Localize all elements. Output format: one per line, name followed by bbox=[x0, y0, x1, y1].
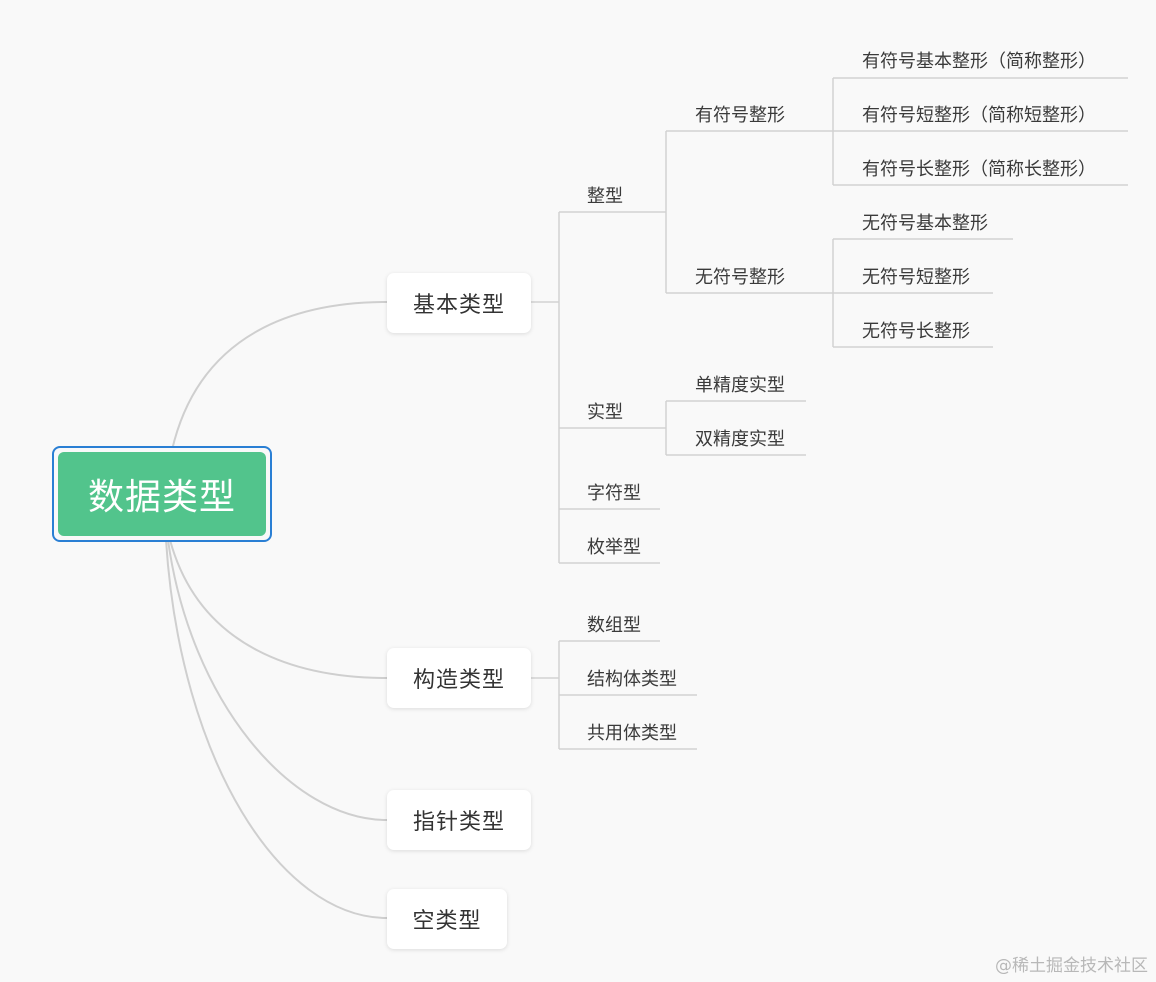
root-node[interactable]: 数据类型 bbox=[52, 446, 272, 542]
node-signed-short[interactable]: 有符号短整形（简称短整形） bbox=[862, 105, 1096, 126]
node-struct[interactable]: 结构体类型 bbox=[587, 669, 677, 690]
node-union[interactable]: 共用体类型 bbox=[587, 723, 677, 744]
node-enum[interactable]: 枚举型 bbox=[587, 537, 641, 558]
root-node-label: 数据类型 bbox=[58, 452, 266, 536]
node-real[interactable]: 实型 bbox=[587, 402, 623, 423]
node-signed-int[interactable]: 有符号基本整形（简称整形） bbox=[862, 51, 1096, 72]
watermark-text: @稀土掘金技术社区 bbox=[995, 956, 1148, 976]
node-basic-types[interactable]: 基本类型 bbox=[387, 273, 531, 333]
node-unsigned-short[interactable]: 无符号短整形 bbox=[862, 267, 970, 288]
node-constructed-types[interactable]: 构造类型 bbox=[387, 648, 531, 708]
node-signed-long[interactable]: 有符号长整形（简称长整形） bbox=[862, 159, 1096, 180]
node-unsigned-int[interactable]: 无符号基本整形 bbox=[862, 213, 988, 234]
node-unsigned-long[interactable]: 无符号长整形 bbox=[862, 321, 970, 342]
node-pointer-types[interactable]: 指针类型 bbox=[387, 790, 531, 850]
node-void-type[interactable]: 空类型 bbox=[387, 889, 507, 949]
node-signed-integer[interactable]: 有符号整形 bbox=[695, 105, 785, 126]
node-unsigned-integer[interactable]: 无符号整形 bbox=[695, 267, 785, 288]
node-double-precision[interactable]: 双精度实型 bbox=[695, 429, 785, 450]
node-char[interactable]: 字符型 bbox=[587, 483, 641, 504]
node-integer[interactable]: 整型 bbox=[587, 186, 623, 207]
node-array[interactable]: 数组型 bbox=[587, 615, 641, 636]
node-single-precision[interactable]: 单精度实型 bbox=[695, 375, 785, 396]
